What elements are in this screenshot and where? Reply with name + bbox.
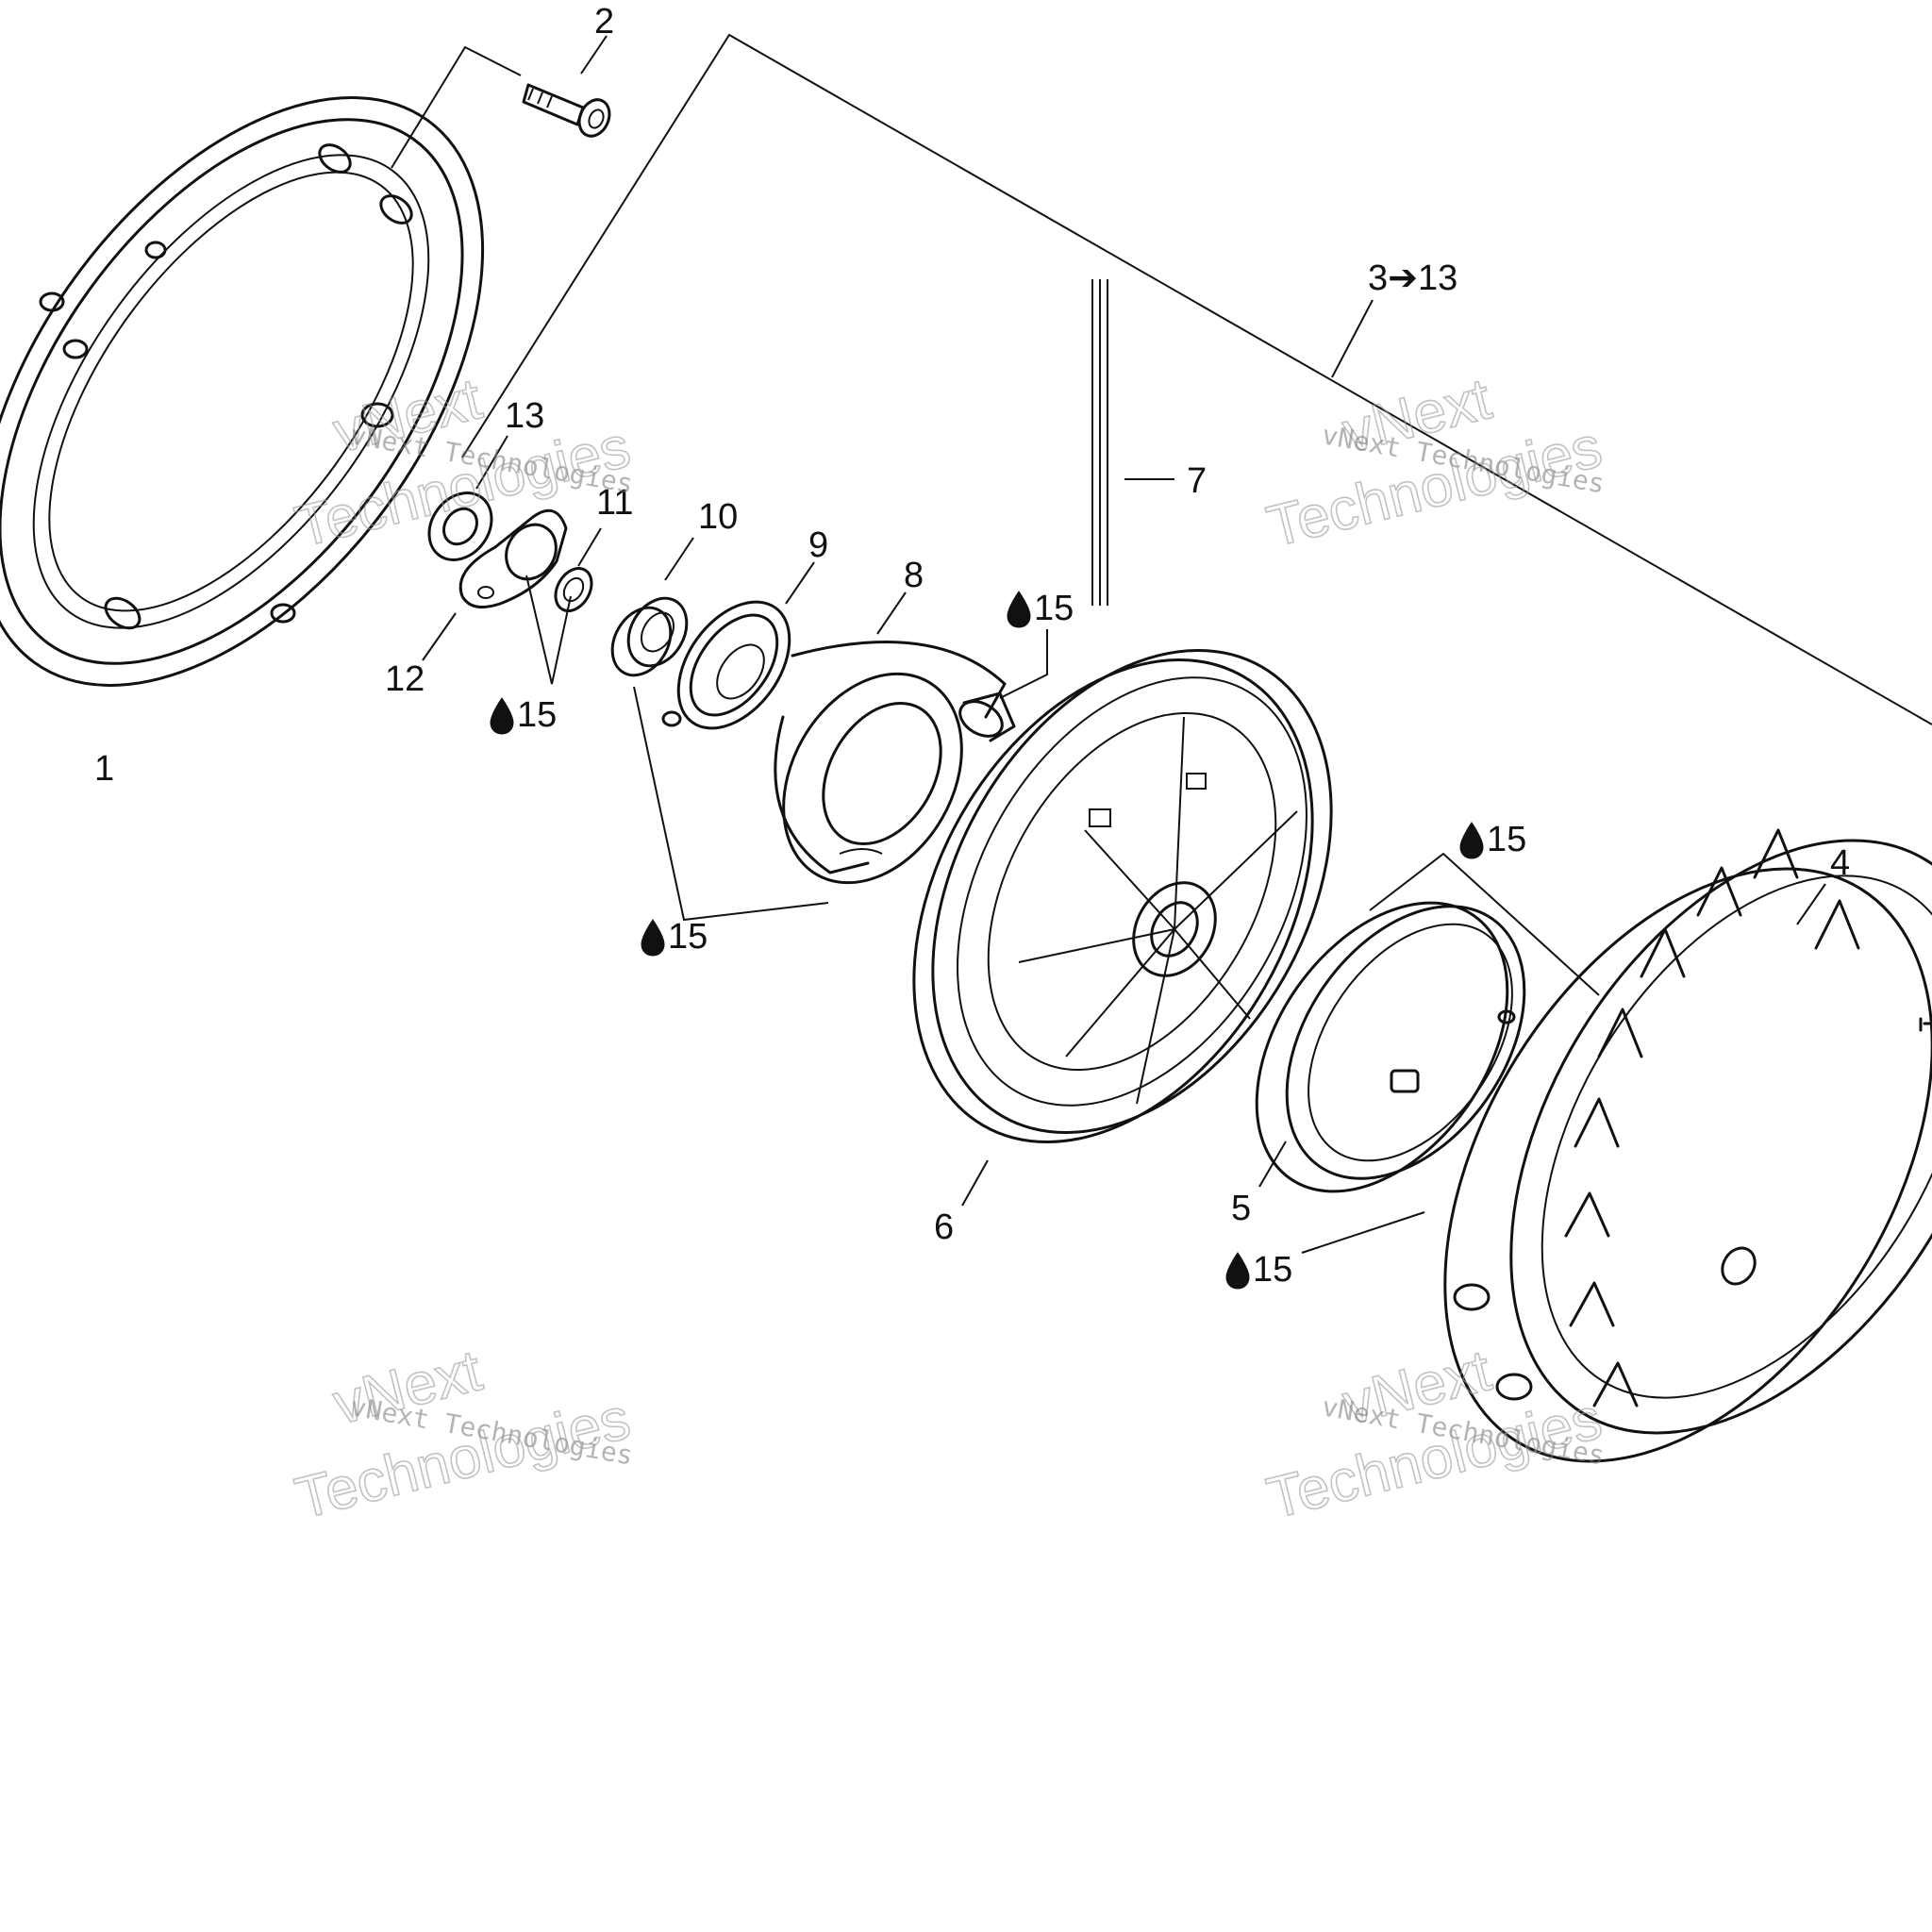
oil-drop-icon <box>1007 591 1031 628</box>
label-part-9: 9 <box>808 525 828 565</box>
label-part-5: 5 <box>1231 1189 1251 1228</box>
oil-drop-icon <box>641 919 665 957</box>
part-7-rope <box>1091 279 1174 606</box>
lube-callouts: 15 15 15 15 15 <box>490 589 1526 1290</box>
lube-callout-near-5-bottom: 15 <box>1225 1250 1292 1290</box>
part-4-starter-cover <box>1443 828 1932 1463</box>
label-part-6: 6 <box>934 1208 954 1247</box>
watermark-bottom-left: vNext vNext Technologies Technologies <box>289 1337 637 1532</box>
label-part-13: 13 <box>505 396 544 436</box>
assembly-bracket-3-13 <box>461 33 1932 725</box>
part-11-washer <box>554 527 602 612</box>
svg-text:15: 15 <box>668 917 708 957</box>
part-13-lock-washer <box>427 435 508 561</box>
svg-text:15: 15 <box>1253 1250 1292 1290</box>
label-part-7: 7 <box>1187 461 1207 501</box>
label-part-2: 2 <box>594 2 614 42</box>
part-5-recoil-spring <box>1255 901 1526 1193</box>
part-2-screw <box>391 35 611 169</box>
svg-text:15: 15 <box>1487 820 1526 859</box>
oil-drop-icon <box>1225 1252 1250 1290</box>
svg-text:15: 15 <box>1034 589 1074 628</box>
part-6-sheave <box>912 649 1333 1207</box>
watermark-bottom-right: vNext vNext Technologies Technologies <box>1260 1337 1608 1532</box>
lube-callout-near-5-top: 15 <box>1459 820 1526 859</box>
watermarks: vNext vNext Technologies Technologies vN… <box>289 365 1608 1532</box>
part-8-cam <box>774 591 1016 885</box>
label-part-8: 8 <box>904 556 924 595</box>
lube-leaders <box>525 575 1600 1254</box>
part-labels: 1 2 3➔13 4 5 6 7 8 9 10 11 12 13 <box>94 2 1850 1247</box>
oil-drop-icon <box>1459 822 1484 859</box>
lube-callout-near-9: 15 <box>641 917 708 957</box>
oil-drop-icon <box>490 697 514 735</box>
label-part-10: 10 <box>698 497 738 537</box>
part-1-housing <box>0 96 485 687</box>
watermark-top-right: vNext vNext Technologies Technologies <box>1260 365 1608 560</box>
part-12-plate <box>422 508 568 661</box>
part-9-pawl <box>661 561 815 730</box>
label-part-11: 11 <box>596 483 633 523</box>
svg-text:15: 15 <box>517 695 557 735</box>
lube-callout-near-12: 15 <box>490 695 557 735</box>
lube-callout-near-8: 15 <box>1007 589 1074 628</box>
part-10-bushing <box>610 537 694 677</box>
label-part-1: 1 <box>94 749 114 789</box>
label-part-12: 12 <box>385 659 425 699</box>
watermark-top-left: vNext vNext Technologies Technologies <box>289 365 637 560</box>
label-part-3-13: 3➔13 <box>1368 258 1457 298</box>
label-part-4: 4 <box>1830 843 1850 883</box>
